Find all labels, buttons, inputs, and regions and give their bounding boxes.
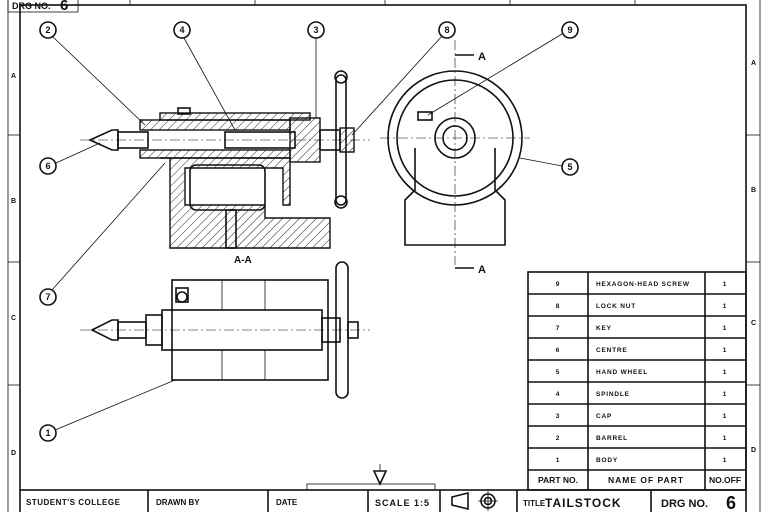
balloon-6: 6 <box>39 142 101 175</box>
svg-text:B: B <box>11 198 16 205</box>
parts-cell-name: HAND WHEEL <box>596 369 648 376</box>
parts-row: 6 CENTRE 1 <box>528 347 746 361</box>
balloon-5: 5 <box>519 157 579 176</box>
parts-row: 3 CAP 1 <box>528 413 746 427</box>
svg-text:SCALE 1:5: SCALE 1:5 <box>375 498 430 508</box>
svg-text:6: 6 <box>45 161 50 171</box>
sectional-elevation-view: A-A <box>80 70 370 266</box>
svg-text:1: 1 <box>45 428 50 438</box>
svg-text:PART NO.: PART NO. <box>538 475 578 485</box>
parts-cell-name: CENTRE <box>596 347 628 354</box>
svg-text:C: C <box>11 315 16 322</box>
svg-text:A: A <box>751 60 756 67</box>
svg-text:TITLE: TITLE <box>523 499 546 508</box>
parts-cell-name: HEXAGON-HEAD SCREW <box>596 281 690 288</box>
svg-text:DRAWN BY: DRAWN BY <box>156 498 200 507</box>
balloon-7: 7 <box>39 162 166 306</box>
parts-cell-name: CAP <box>596 413 612 420</box>
end-view: A A <box>380 40 530 276</box>
plan-view <box>80 261 370 399</box>
balloon-4: 4 <box>173 21 236 131</box>
parts-row: 4 SPINDLE 1 <box>528 391 746 405</box>
parts-cell-name: BODY <box>596 457 618 464</box>
svg-text:8: 8 <box>444 25 449 35</box>
title-block: STUDENT'S COLLEGE DRAWN BY DATE SCALE 1:… <box>26 490 736 512</box>
svg-text:9: 9 <box>567 25 572 35</box>
svg-text:TAILSTOCK: TAILSTOCK <box>545 496 622 510</box>
parts-row: 9 HEXAGON-HEAD SCREW 1 <box>528 281 746 295</box>
drg-no-corner: DRG NO. 6 <box>7 0 79 14</box>
parts-cell-no-off: 1 <box>723 457 727 464</box>
parts-row: 2 BARREL 1 <box>528 435 746 449</box>
svg-text:STUDENT'S COLLEGE: STUDENT'S COLLEGE <box>26 498 121 507</box>
svg-text:6: 6 <box>726 493 736 512</box>
balloon-8: 8 <box>351 21 456 136</box>
parts-cell-no-off: 1 <box>723 435 727 442</box>
balloon-9: 9 <box>427 21 579 116</box>
svg-text:5: 5 <box>567 162 572 172</box>
svg-text:A-A: A-A <box>234 255 252 266</box>
svg-text:DRG NO.: DRG NO. <box>661 498 708 510</box>
svg-text:A: A <box>11 73 16 80</box>
svg-text:D: D <box>751 447 756 454</box>
surface-finish-symbol <box>306 464 436 491</box>
svg-text:6: 6 <box>60 0 68 14</box>
balloon-2: 2 <box>39 21 146 126</box>
parts-list-table: 9 HEXAGON-HEAD SCREW 1 8 LOCK NUT 1 7 KEY 1 6 CENT… <box>527 271 747 491</box>
svg-text:NAME OF PART: NAME OF PART <box>608 475 684 485</box>
parts-cell-part-no: 3 <box>556 413 560 420</box>
zone-letters: A B C D A B C D <box>11 60 756 457</box>
parts-cell-no-off: 1 <box>723 325 727 332</box>
parts-cell-name: KEY <box>596 325 612 332</box>
parts-cell-part-no: 5 <box>556 369 560 376</box>
parts-cell-part-no: 2 <box>556 435 560 442</box>
svg-text:DATE: DATE <box>276 498 298 507</box>
svg-text:A: A <box>478 51 486 63</box>
svg-text:NO.OFF: NO.OFF <box>709 475 741 485</box>
drawing-border <box>7 0 761 512</box>
parts-cell-no-off: 1 <box>723 413 727 420</box>
part-balloons: 1 2 3 4 5 6 7 8 9 <box>39 21 579 442</box>
svg-text:7: 7 <box>45 292 50 302</box>
svg-text:B: B <box>751 187 756 194</box>
parts-cell-part-no: 9 <box>556 281 560 288</box>
parts-cell-part-no: 4 <box>556 391 560 398</box>
parts-row: 7 KEY 1 <box>528 325 746 339</box>
svg-text:D: D <box>11 450 16 457</box>
parts-cell-part-no: 6 <box>556 347 560 354</box>
parts-row: 1 BODY 1 <box>528 457 746 471</box>
svg-text:3: 3 <box>313 25 318 35</box>
parts-row: 5 HAND WHEEL 1 <box>528 369 746 383</box>
parts-cell-name: BARREL <box>596 435 628 442</box>
balloon-1: 1 <box>39 379 176 442</box>
parts-cell-no-off: 1 <box>723 303 727 310</box>
svg-text:2: 2 <box>45 25 50 35</box>
balloon-3: 3 <box>307 21 325 118</box>
parts-cell-no-off: 1 <box>723 369 727 376</box>
parts-cell-part-no: 7 <box>556 325 560 332</box>
parts-cell-no-off: 1 <box>723 391 727 398</box>
svg-text:C: C <box>751 320 756 327</box>
parts-cell-part-no: 1 <box>556 457 560 464</box>
parts-cell-name: LOCK NUT <box>596 303 636 310</box>
parts-cell-part-no: 8 <box>556 303 560 310</box>
parts-cell-name: SPINDLE <box>596 391 630 398</box>
svg-text:A: A <box>478 264 486 276</box>
projection-symbol-icon <box>451 491 498 511</box>
parts-cell-no-off: 1 <box>723 281 727 288</box>
svg-text:DRG NO.: DRG NO. <box>12 1 51 11</box>
parts-row: 8 LOCK NUT 1 <box>528 303 746 317</box>
svg-text:4: 4 <box>179 25 184 35</box>
parts-cell-no-off: 1 <box>723 347 727 354</box>
